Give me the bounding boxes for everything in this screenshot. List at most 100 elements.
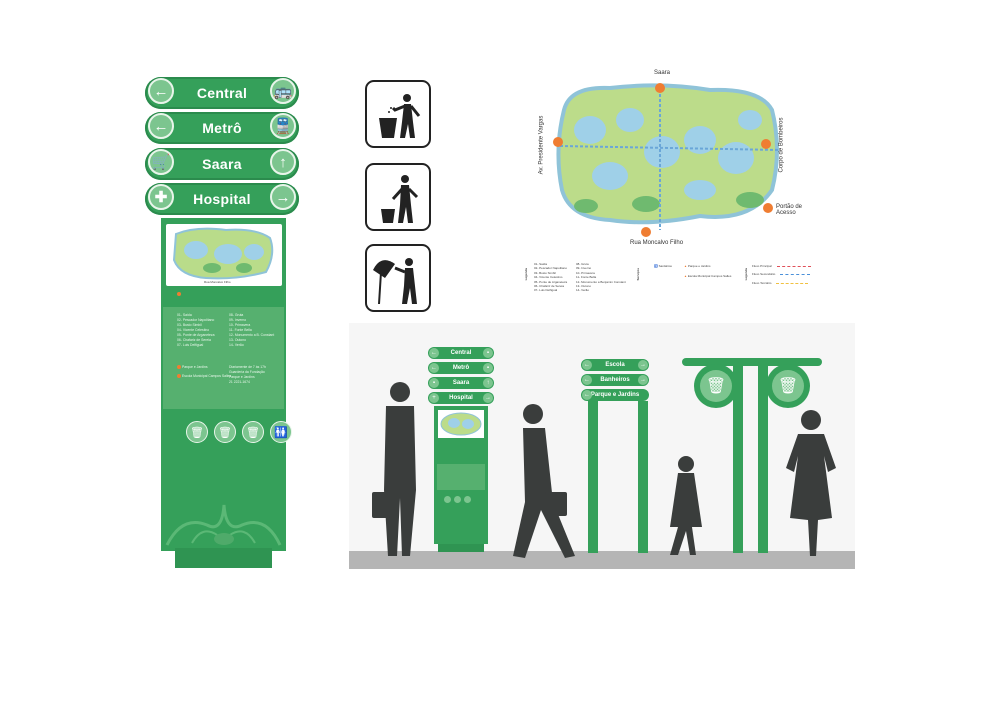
pictogram-trash-2 (365, 163, 431, 231)
mini-panel (437, 464, 485, 490)
list-item: 09- Inverno (229, 318, 247, 322)
floral-ornament-icon (165, 504, 282, 546)
trash-bin-icon (464, 496, 471, 503)
totem-map: Rua Moncalvo Filho (166, 224, 282, 286)
list-item: 06- Chafariz de Sereia (534, 284, 565, 289)
list-item: 05- Ponte de Arganeteza (177, 333, 215, 337)
trash-bin-icon (379, 94, 421, 138)
list-item: Parque e Jardins (687, 264, 711, 268)
list-item: 11- Fonte Bella (576, 275, 597, 280)
pictogram-trash-3 (365, 244, 431, 312)
mini-totem-body (434, 406, 488, 544)
location-marker-icon (177, 292, 181, 296)
train-icon: ▪ (483, 363, 493, 373)
list-item: 09- Inverno (576, 266, 592, 271)
post-pole (638, 401, 648, 553)
route-name: Fluxo Principal (752, 264, 772, 268)
post-sign-label: Escola (605, 362, 625, 368)
trash-bin-icon (381, 175, 419, 223)
route-line (776, 282, 809, 284)
list-item: 11- Fonte Bella (229, 328, 252, 332)
sign-hospital: ✚ Hospital → (145, 183, 299, 215)
warning-triangle-icon: ▲ (684, 274, 687, 279)
sign-label: Metrô (202, 120, 242, 136)
mini-totem-base (438, 544, 484, 552)
mini-map (438, 410, 484, 438)
cross-icon: ✚ (148, 184, 174, 210)
service-marker-icon (177, 365, 181, 370)
trash-sign-disc: 🗑 (766, 364, 810, 408)
map-label-left: Av. Presidente Vargas (538, 115, 545, 175)
woman-standing-silhouette (786, 410, 836, 556)
trash-bin-icon (444, 496, 451, 503)
arrow-up-icon: ↑ (270, 149, 296, 175)
arrow-left-icon: ← (148, 78, 174, 104)
services-item-label: Sanitários (658, 264, 672, 268)
sign-label: Central (196, 85, 248, 101)
trash-sign-pole (758, 366, 768, 553)
train-icon: 🚆 (270, 113, 296, 139)
monuments-panel: 01- Saída 02- Pescador Napolitano 03- Bu… (163, 307, 284, 409)
hours-item: 21 2221-1674 (229, 380, 250, 384)
arrow-right-icon: → (638, 375, 648, 385)
arrow-left-icon: ← (429, 363, 439, 373)
pictogram-trash-1 (365, 80, 431, 148)
legend-col1: 01- Saída 02- Pescador Napolitano 03- Bu… (534, 262, 567, 293)
park-map: Saara Av. Presidente Vargas Corpo de Bom… (538, 70, 802, 246)
mini-sign: +Hospital→ (428, 392, 494, 404)
cross-icon: + (429, 393, 439, 403)
trash-sign-disc: 🗑 (694, 364, 738, 408)
totem-base (175, 548, 272, 568)
legend-title: Legenda (523, 268, 528, 281)
post-sign-label: Parque e Jardins (590, 392, 640, 398)
post-sign-label: Banheiros (600, 377, 630, 383)
sign-label: Saara (202, 156, 242, 172)
sign-metro: ← Metrô 🚆 (145, 112, 299, 144)
list-item: 10- Primavera (229, 323, 251, 327)
list-item: 13- Outono (576, 284, 592, 289)
sign-frame-bar (682, 358, 822, 366)
sign-label: Hospital (193, 191, 251, 207)
services-title: Serviços (636, 267, 641, 281)
trash-bin-icon (373, 258, 417, 305)
list-item: 12- Monumento a Benjamin Constant (576, 279, 626, 284)
mini-sign-label: Saara (452, 380, 470, 386)
services-item: 🚻 Sanitários (654, 264, 672, 268)
trash-bin-icon: 🗑 (186, 421, 208, 443)
monument-list-col2: 08- Gruta 09- Inverno 10- Primavera 11- … (229, 313, 274, 348)
trash-bin-icon: 🗑 (700, 370, 732, 402)
list-item: 05- Ponte de Arganeteza (534, 279, 568, 284)
warning-triangle-icon: ▲ (684, 264, 687, 268)
ground (349, 551, 855, 569)
service-item: Escola Municipal Campos Salles (181, 374, 232, 378)
bus-icon: ▪ (483, 348, 493, 358)
map-label-gate: Portão de Acesso (776, 204, 803, 216)
list-item: 13- Outono (229, 338, 246, 342)
list-item: 03- Busto Simbil (177, 323, 202, 327)
map-legend: Legenda 01- Saída 02- Pescador Napolitan… (520, 262, 820, 322)
restroom-icon: 🚻 (654, 264, 658, 268)
trash-bin-icon: 🗑 (242, 421, 264, 443)
list-item: 01- Saída (534, 262, 548, 266)
list-item: 02- Pescador Napolitano (534, 266, 568, 271)
arrow-left-icon: ← (582, 390, 592, 400)
hours-item: Guarderia da Fundação (229, 370, 265, 374)
trash-bin-icon: 🗑 (214, 421, 236, 443)
post-sign: ←Banheiros→ (581, 374, 649, 386)
mini-sign: ←Metrô▪ (428, 362, 494, 374)
route-name: Fluxo Secundário (752, 272, 776, 277)
man-silhouette (372, 382, 416, 556)
route-line (780, 274, 811, 276)
list-item: 07- Luis Delfigual (534, 288, 558, 293)
sign-saara: 🛒 Saara ↑ (145, 148, 299, 180)
totem-service-icons: 🗑 🗑 🗑 🚻 (186, 421, 292, 443)
list-item: 07- Luis Delfigual (177, 343, 204, 347)
girl-silhouette (670, 456, 702, 555)
mini-sign-label: Central (450, 350, 472, 356)
sign-central: ← Central 🚌 (145, 77, 299, 109)
list-item: 10- Primavera (576, 270, 595, 275)
arrow-up-icon: ↑ (483, 378, 493, 388)
woman-walking-silhouette (513, 404, 575, 558)
route-name: Fluxo Terciário (752, 280, 772, 285)
hours-list: Diariamente de 7 às 17h Guarderia da Fun… (229, 365, 266, 385)
